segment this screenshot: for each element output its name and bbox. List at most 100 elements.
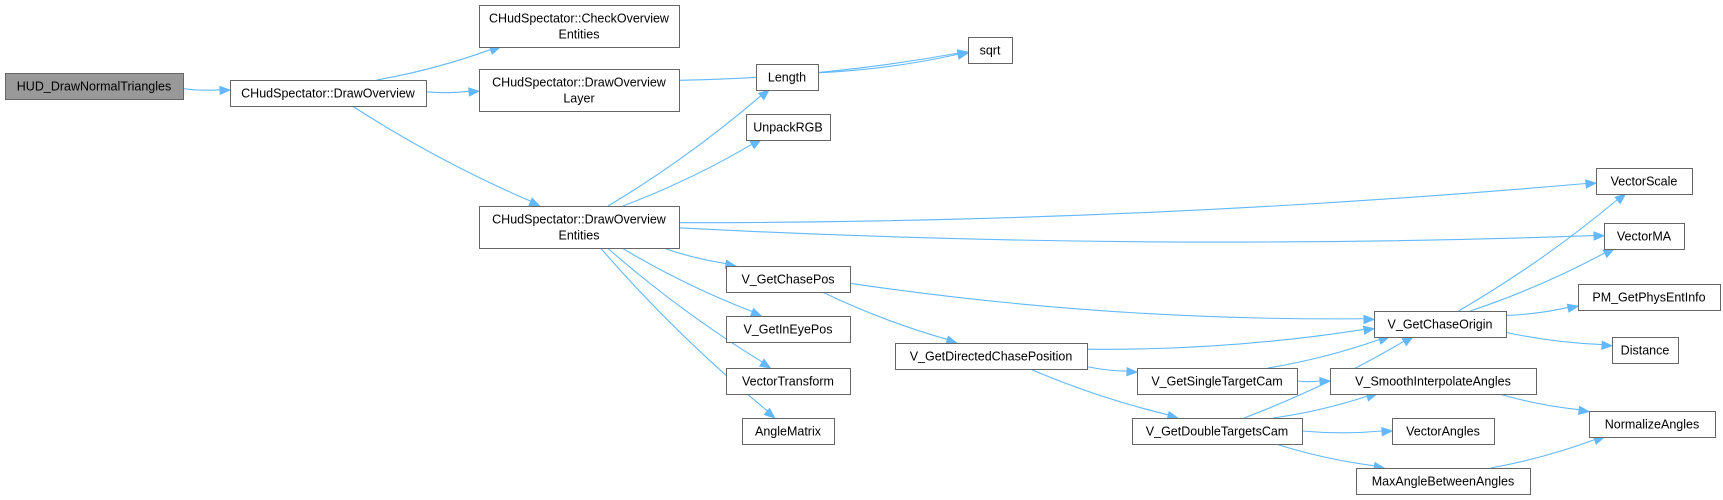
node-label: V_GetDoubleTargetsCam [1146,425,1288,439]
edge-vgetdirected-to-vgetdouble [1029,368,1169,416]
node-vectorangles[interactable]: VectorAngles [1392,418,1495,445]
node-label: V_GetInEyePos [744,323,833,337]
node-label: CHudSpectator::DrawOverview [492,213,667,227]
edge-hud-to-drawoverview [182,88,221,91]
arrowhead [1601,340,1614,350]
arrowhead [1381,427,1394,437]
node-box [756,64,819,91]
node-label: Layer [563,92,594,106]
node-box [1589,411,1716,438]
node-box [1604,223,1685,250]
edge-drawentities-to-vgetchasepos [663,247,727,265]
edge-vgetsingle-to-vsmooth [1296,380,1321,383]
edge-vgetdouble-to-vectorangles [1301,430,1383,434]
node-distance[interactable]: Distance [1612,337,1679,364]
arrowhead [945,335,959,345]
edge-drawoverview-to-checkoverview [376,49,491,81]
node-anglematrix[interactable]: AngleMatrix [742,418,835,445]
node-label: Entities [559,28,600,42]
node-label: Distance [1621,344,1670,358]
node-label: VectorTransform [742,375,834,389]
node-vectorscale[interactable]: VectorScale [1596,168,1693,195]
node-label: V_GetDirectedChasePosition [910,350,1073,364]
node-box [479,206,680,249]
node-label: AngleMatrix [755,425,822,439]
node-vgetsingle[interactable]: V_GetSingleTargetCam [1137,368,1298,395]
node-maxangle[interactable]: MaxAngleBetweenAngles [1356,468,1531,495]
edge-drawentities-to-vectorscale [678,182,1587,224]
arrowhead [1126,366,1139,377]
node-vgetdouble[interactable]: V_GetDoubleTargetsCam [1132,418,1303,445]
arrowhead [749,307,763,317]
node-label: V_SmoothInterpolateAngles [1355,375,1511,389]
edge-vgetchasepos-to-vgetchaseorigin [849,282,1365,320]
node-normalizeangles[interactable]: NormalizeAngles [1589,411,1716,438]
node-box [479,69,680,112]
node-box [1596,168,1693,195]
node-box [742,418,835,445]
edge-vsmooth-to-normalizeangles [1499,393,1580,411]
arrowhead [1593,231,1606,241]
node-vsmooth[interactable]: V_SmoothInterpolateAngles [1330,368,1537,395]
edge-vgetchasepos-to-vgetdirected [822,291,948,340]
edge-vgetdouble-to-maxangle [1275,443,1375,467]
node-unpackrgb[interactable]: UnpackRGB [746,114,831,141]
node-box [895,343,1088,370]
node-label: V_GetChaseOrigin [1388,318,1493,332]
arrowhead [1362,325,1376,335]
edge-vgetchaseorigin-to-vectorscale [1458,199,1618,312]
edge-vgetdirected-to-vgetchaseorigin [1086,328,1365,350]
edge-vgetdirected-to-vgetsingle [1086,366,1128,372]
node-vgetchaseorigin[interactable]: V_GetChaseOrigin [1374,311,1507,338]
node-box [479,5,680,48]
node-label: NormalizeAngles [1605,418,1699,432]
node-drawoverview[interactable]: CHudSpectator::DrawOverview [230,80,427,107]
edge-vgetchaseorigin-to-distance [1505,331,1603,346]
arrowhead [763,407,776,419]
node-box [1330,368,1537,395]
arrowhead [1363,314,1376,325]
node-pmgetphys[interactable]: PM_GetPhysEntInfo [1578,284,1721,311]
edge-vgetchaseorigin-to-vectorma [1469,252,1605,312]
node-label: CHudSpectator::DrawOverview [492,76,667,90]
node-label: sqrt [980,44,1001,58]
node-vgetchasepos[interactable]: V_GetChasePos [726,266,851,293]
node-box [1132,418,1303,445]
node-vgetineyepos[interactable]: V_GetInEyePos [726,316,851,343]
arrowhead [749,139,762,150]
node-box [1578,284,1721,311]
node-box [1392,418,1495,445]
node-label: CHudSpectator::DrawOverview [241,87,416,101]
arrowhead [1585,179,1598,189]
arrowhead [528,197,541,207]
edge-drawentities-to-vgetineyepos [621,247,753,313]
arrowhead [956,50,970,60]
node-vgetdirected[interactable]: V_GetDirectedChasePosition [895,343,1088,370]
edges-layer [182,45,1627,472]
node-box [726,266,851,293]
arrowhead [219,85,232,96]
node-label: Entities [559,229,600,243]
node-box [5,73,184,100]
node-label: VectorMA [1617,230,1672,244]
node-label: VectorScale [1611,175,1678,189]
node-vectortransform[interactable]: VectorTransform [726,368,851,395]
node-hud[interactable]: HUD_DrawNormalTriangles [5,73,184,100]
node-vectorma[interactable]: VectorMA [1604,223,1685,250]
node-box [230,80,427,107]
node-label: V_GetChasePos [741,273,834,287]
node-box [726,368,851,395]
arrowhead [1614,193,1627,205]
arrowhead [758,358,772,369]
node-box [1612,337,1679,364]
node-sqrt[interactable]: sqrt [968,37,1013,64]
edge-drawentities-to-unpackrgb [622,143,753,207]
node-box [746,114,831,141]
node-length[interactable]: Length [756,64,819,91]
